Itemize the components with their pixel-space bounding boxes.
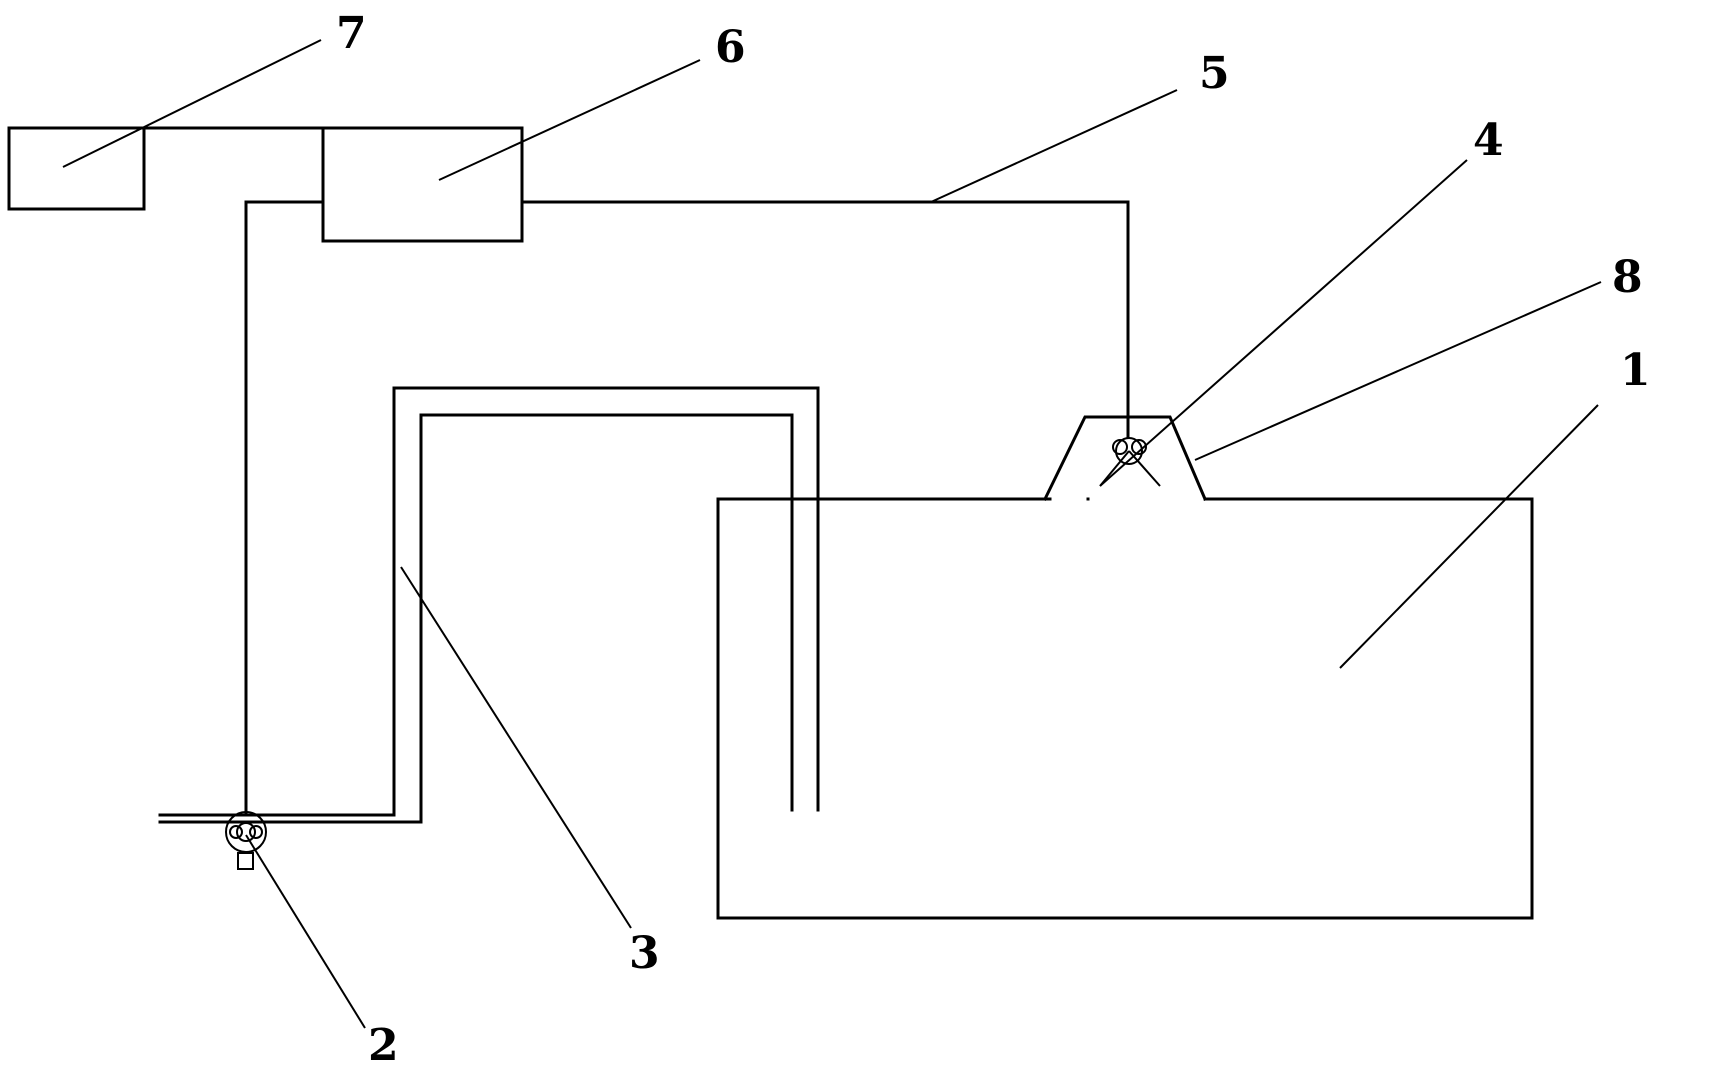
leader-2 xyxy=(245,834,366,1029)
tank xyxy=(716,497,1534,920)
leader-1 xyxy=(1339,404,1599,669)
leader-5 xyxy=(930,89,1178,203)
label-7: 7 xyxy=(336,8,367,59)
label-4: 4 xyxy=(1473,115,1504,166)
controller-box xyxy=(321,126,524,243)
label-6: 6 xyxy=(715,22,746,73)
display-box xyxy=(7,126,146,211)
leader-lines xyxy=(62,39,1602,1029)
pipe xyxy=(158,386,820,824)
label-8: 8 xyxy=(1612,252,1643,303)
label-5: 5 xyxy=(1199,48,1230,99)
leader-8 xyxy=(1194,281,1602,461)
valve xyxy=(225,811,267,870)
signal-line xyxy=(520,200,1130,438)
leader-3 xyxy=(400,566,632,929)
label-1: 1 xyxy=(1620,345,1651,396)
label-3: 3 xyxy=(629,928,660,979)
leader-6 xyxy=(438,59,701,181)
label-2: 2 xyxy=(368,1020,399,1068)
control-line xyxy=(244,200,325,817)
leader-7 xyxy=(62,39,322,168)
leader-4 xyxy=(1099,159,1468,487)
part-labels: 1 2 3 4 5 6 7 8 xyxy=(336,8,1651,1068)
tank-cap xyxy=(1042,415,1207,502)
